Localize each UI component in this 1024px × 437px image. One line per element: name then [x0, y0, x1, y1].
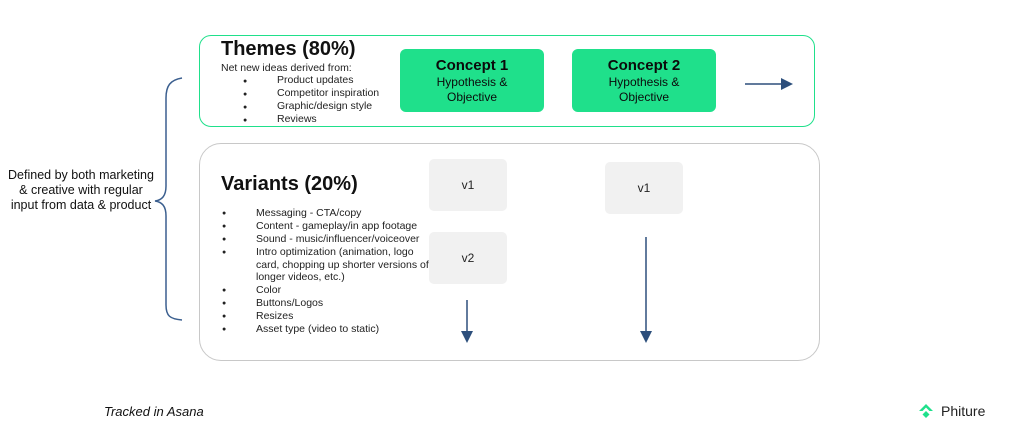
- variants-box: [199, 143, 820, 361]
- variant-box-v1-concept-1: v1: [429, 159, 507, 211]
- variants-list: Messaging - CTA/copy Content - gameplay/…: [222, 207, 432, 336]
- list-item: Messaging - CTA/copy: [222, 207, 432, 220]
- tracked-note: Tracked in Asana: [104, 404, 204, 419]
- list-item: Resizes: [222, 310, 432, 323]
- list-item: Asset type (video to static): [222, 323, 432, 336]
- curly-bracket: [154, 77, 183, 321]
- list-item: Competitor inspiration: [243, 87, 379, 101]
- concept-2-subtitle: Hypothesis & Objective: [608, 74, 680, 104]
- concept-1-title: Concept 1: [435, 56, 509, 74]
- themes-title: Themes (80%): [221, 38, 356, 60]
- concept-1-box: Concept 1 Hypothesis & Objective: [400, 49, 544, 112]
- list-item: Product updates: [243, 74, 379, 88]
- variant-box-v1-concept-2: v1: [605, 162, 683, 214]
- concept-1-subtitle: Hypothesis & Objective: [436, 74, 508, 104]
- phiture-logo-icon: [919, 404, 933, 418]
- side-note: Defined by both marketing & creative wit…: [8, 168, 154, 212]
- list-item: Graphic/design style: [243, 100, 379, 114]
- list-item: Color: [222, 284, 432, 297]
- themes-intro: Net new ideas derived from:: [221, 62, 352, 74]
- list-item: Content - gameplay/in app footage: [222, 220, 432, 233]
- list-item: Sound - music/influencer/voiceover: [222, 233, 432, 246]
- concept-2-title: Concept 2: [607, 56, 681, 74]
- list-item: Intro optimization (animation, logo card…: [222, 246, 432, 284]
- variants-title: Variants (20%): [221, 173, 358, 195]
- brand-name: Phiture: [941, 403, 986, 419]
- variant-box-v2-concept-1: v2: [429, 232, 507, 284]
- themes-list: Product updates Competitor inspiration G…: [243, 74, 379, 127]
- concept-2-box: Concept 2 Hypothesis & Objective: [572, 49, 716, 112]
- list-item: Buttons/Logos: [222, 297, 432, 310]
- list-item: Reviews: [243, 113, 379, 127]
- themes-box: [199, 35, 815, 127]
